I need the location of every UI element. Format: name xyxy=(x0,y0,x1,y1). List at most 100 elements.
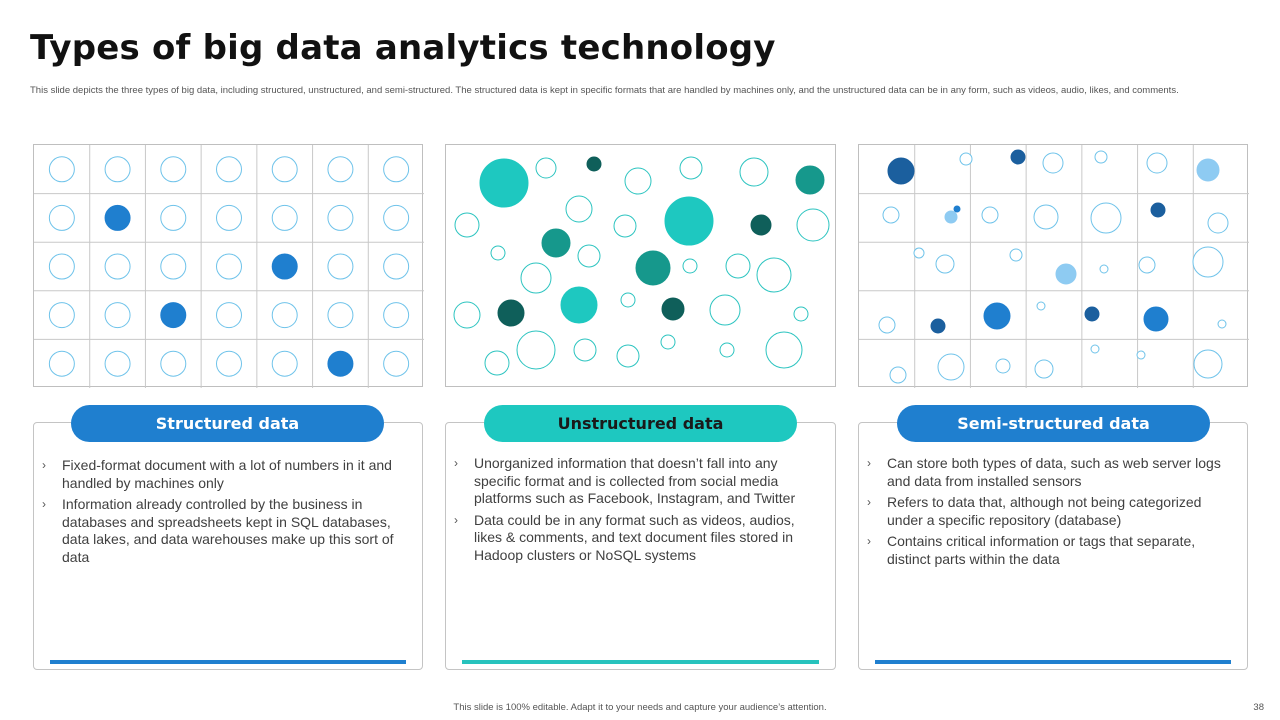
outline-circle xyxy=(216,204,242,231)
outline-circle xyxy=(1136,350,1146,360)
outline-circle xyxy=(1090,202,1122,234)
filled-bubble xyxy=(586,156,602,172)
filled-circle xyxy=(1055,263,1077,285)
outline-circle xyxy=(1217,319,1227,329)
filled-bubble xyxy=(661,297,685,321)
filled-circle xyxy=(1010,149,1026,165)
filled-bubble xyxy=(479,158,529,208)
outline-circle xyxy=(1034,359,1054,379)
outline-circle xyxy=(104,302,131,329)
outline-circle xyxy=(216,156,242,183)
outline-bubble xyxy=(490,245,506,261)
filled-circle xyxy=(104,204,131,231)
outline-circle xyxy=(48,156,75,183)
outline-circle xyxy=(913,247,925,259)
filled-circle xyxy=(160,302,187,329)
outline-circle xyxy=(889,366,907,384)
outline-circle xyxy=(383,302,410,329)
outline-circle xyxy=(271,350,298,377)
filled-bubble xyxy=(635,250,671,286)
outline-circle xyxy=(327,156,354,183)
outline-circle xyxy=(104,350,131,377)
bullet-item: ›Fixed-format document with a lot of num… xyxy=(42,457,392,491)
outline-bubble xyxy=(679,156,703,180)
bullet-item: ›Refers to data that, although not being… xyxy=(867,494,1202,528)
outline-bubble xyxy=(565,195,593,223)
unstructured-data-bullets: ›Unorganized information that doesn’t fa… xyxy=(454,455,823,568)
outline-circle xyxy=(216,302,242,329)
unstructured-data-heading: Unstructured data xyxy=(484,405,797,442)
filled-circle xyxy=(1143,306,1169,332)
outline-circle xyxy=(1090,344,1100,354)
outline-circle xyxy=(981,206,999,224)
card-accent-bar xyxy=(50,660,406,664)
outline-bubble xyxy=(573,338,597,362)
outline-bubble xyxy=(682,258,698,274)
chevron-right-icon: › xyxy=(867,534,871,548)
semi-structured-data-bullets: ›Can store both types of data, such as w… xyxy=(867,455,1235,572)
outline-circle xyxy=(383,204,410,231)
unstructured-bubbles-graphic xyxy=(453,156,830,376)
filled-circle xyxy=(327,350,354,377)
outline-circle xyxy=(160,156,187,183)
outline-circle xyxy=(1036,301,1046,311)
semi-structured-data-heading: Semi-structured data xyxy=(897,405,1210,442)
outline-bubble xyxy=(520,262,552,294)
unstructured-data-card: ›Unorganized information that doesn’t fa… xyxy=(445,422,836,670)
chevron-right-icon: › xyxy=(867,495,871,509)
outline-circle xyxy=(1207,212,1229,234)
outline-circle xyxy=(937,353,965,381)
filled-circle xyxy=(944,210,958,224)
outline-circle xyxy=(1094,150,1108,164)
outline-circle xyxy=(271,156,298,183)
outline-bubble xyxy=(453,301,481,329)
page-title: Types of big data analytics technology xyxy=(30,28,776,68)
outline-bubble xyxy=(765,331,803,369)
outline-circle xyxy=(1033,204,1059,230)
filled-bubble xyxy=(750,214,772,236)
outline-circle xyxy=(48,204,75,231)
filled-bubble xyxy=(795,165,825,195)
outline-circle xyxy=(48,302,75,329)
outline-circle xyxy=(160,253,187,280)
outline-circle xyxy=(160,204,187,231)
outline-bubble xyxy=(577,244,601,268)
semi-structured-grid-graphic xyxy=(859,145,1249,388)
card-accent-bar xyxy=(462,660,819,664)
outline-bubble xyxy=(620,292,636,308)
chevron-right-icon: › xyxy=(454,512,458,527)
chevron-right-icon: › xyxy=(42,497,46,511)
filled-circle xyxy=(1196,158,1220,182)
outline-bubble xyxy=(613,214,637,238)
outline-circle xyxy=(383,350,410,377)
bullet-item: ›Information already controlled by the b… xyxy=(42,496,394,565)
chevron-right-icon: › xyxy=(867,456,871,470)
filled-circle xyxy=(930,318,946,334)
outline-circle xyxy=(271,302,298,329)
outline-circle xyxy=(959,152,973,166)
outline-circle xyxy=(1146,152,1168,174)
bullet-item: ›Can store both types of data, such as w… xyxy=(867,455,1221,489)
filled-bubble xyxy=(541,228,571,258)
structured-data-illustration xyxy=(33,144,424,388)
outline-circle xyxy=(882,206,900,224)
footer-note: This slide is 100% editable. Adapt it to… xyxy=(453,702,827,713)
unstructured-data-illustration xyxy=(445,144,836,387)
filled-circle xyxy=(1084,306,1100,322)
outline-bubble xyxy=(516,330,556,370)
outline-circle xyxy=(327,253,354,280)
outline-circle xyxy=(327,204,354,231)
structured-data-heading: Structured data xyxy=(71,405,384,442)
outline-circle xyxy=(48,350,75,377)
outline-circle xyxy=(271,204,298,231)
filled-circle xyxy=(887,157,915,185)
outline-bubble xyxy=(756,257,792,293)
semi-structured-data-illustration xyxy=(858,144,1249,388)
outline-circle xyxy=(216,253,242,280)
filled-bubble xyxy=(497,299,525,327)
outline-bubble xyxy=(796,208,830,242)
filled-circle xyxy=(983,302,1011,330)
outline-circle xyxy=(1138,256,1156,274)
filled-bubble xyxy=(560,286,598,324)
outline-circle xyxy=(995,358,1011,374)
